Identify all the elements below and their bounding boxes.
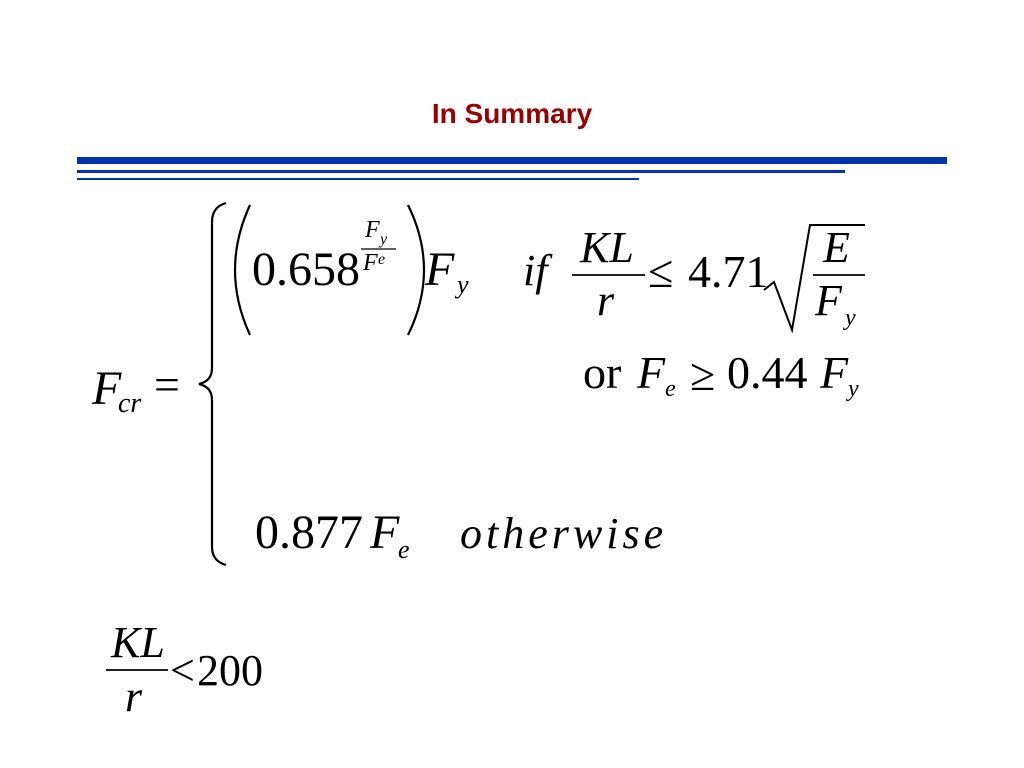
root-den-subscript: y <box>843 305 856 331</box>
alt-rhs-symbol: F <box>819 347 849 398</box>
alt-or: or <box>583 347 621 398</box>
exp-den-symbol: F <box>362 250 378 276</box>
title-rule-thick <box>77 157 947 164</box>
case1-base: 0.658 <box>252 243 360 296</box>
case2-factor-subscript: e <box>398 535 410 564</box>
limit-ratio-num: KL <box>110 618 165 667</box>
limit-ratio-den: r <box>125 672 143 721</box>
slide-title: In Summary <box>431 98 593 129</box>
case1-coefficient: 4.71 <box>688 246 769 297</box>
sqrt-sign <box>763 224 865 334</box>
lhs-symbol: F <box>91 362 122 415</box>
exp-num-subscript: y <box>378 231 388 248</box>
limit-relation: < <box>170 646 195 695</box>
case2-condition: otherwise <box>460 509 667 558</box>
paren-right <box>407 204 426 336</box>
paren-left <box>233 204 251 336</box>
case1-relation: ≤ <box>648 246 673 297</box>
exp-num-symbol: F <box>364 217 380 243</box>
title-rule-thin <box>77 178 639 180</box>
case2-coefficient: 0.877 <box>255 506 363 559</box>
case1-factor-symbol: F <box>424 243 455 296</box>
case1-ratio-den: r <box>597 276 615 325</box>
alt-coefficient: 0.44 <box>727 347 808 398</box>
alt-rhs-subscript: y <box>846 376 859 402</box>
root-num: E <box>822 223 850 272</box>
alt-lhs-symbol: F <box>636 347 666 398</box>
title-rule-middle <box>77 170 845 173</box>
root-den-symbol: F <box>814 276 843 325</box>
exp-den-subscript: e <box>378 251 385 268</box>
lhs-subscript: cr <box>118 388 141 419</box>
case1-if: if <box>523 246 553 295</box>
case1-factor-subscript: y <box>454 270 469 299</box>
alt-lhs-subscript: e <box>665 376 676 402</box>
lhs-equals: = <box>154 359 180 410</box>
cases-brace <box>198 201 227 567</box>
case1-ratio-num: KL <box>579 223 634 272</box>
alt-relation: ≥ <box>690 349 715 400</box>
limit-value: 200 <box>197 646 263 695</box>
case2-factor-symbol: F <box>369 506 400 559</box>
